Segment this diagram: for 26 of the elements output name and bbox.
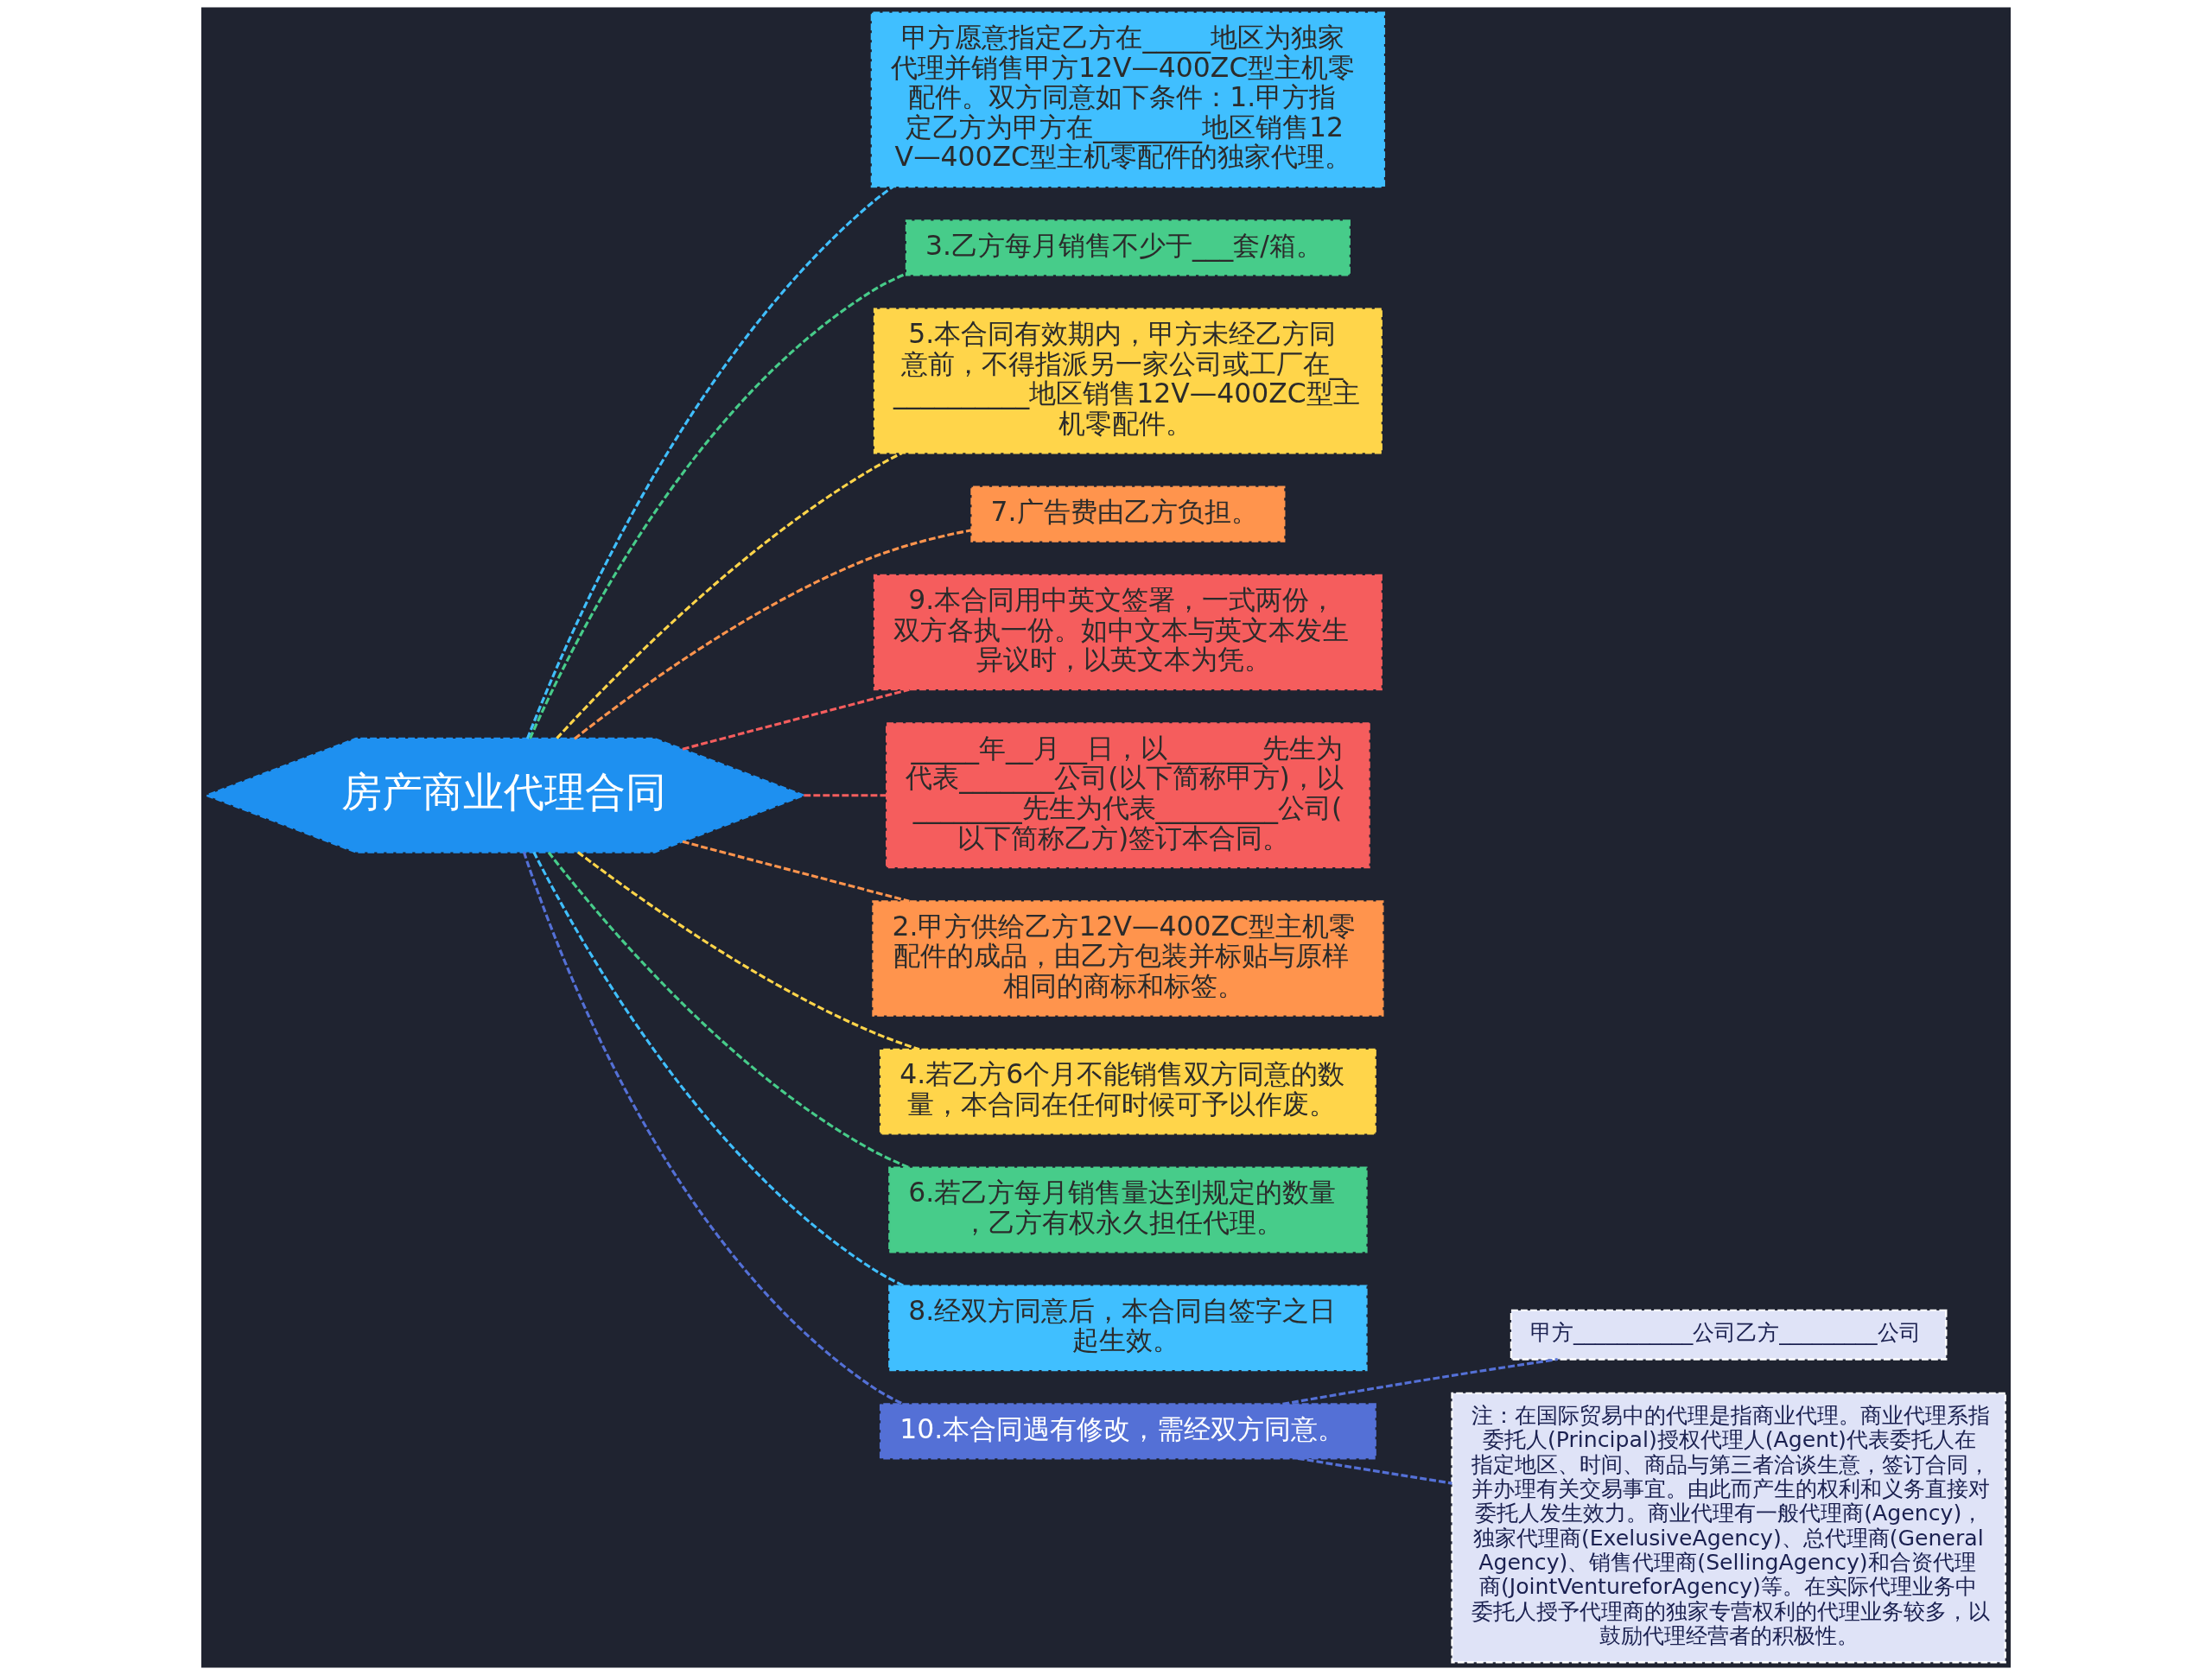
connector (576, 851, 920, 1051)
node-box: 4.若乙方6个月不能销售双方同意的数量，本合同在任何时候可予以作废。 (879, 1048, 1376, 1135)
connector (556, 452, 903, 739)
node-box: _____年__月__日，以_______先生为代表_______公司(以下简称甲方)，以________先生为代表_________公司(以下简称乙方)签订本合同。 (886, 722, 1370, 869)
node-box: 5.本合同有效期内，甲方未经乙方同意前，不得指派另一家公司或工厂在___________地区销售12V—400ZC型主机零配件。 (873, 308, 1382, 454)
connector (682, 688, 910, 751)
node-box: 甲方___________公司乙方_________公司 (1510, 1309, 1948, 1361)
connector (682, 840, 910, 903)
connector (529, 272, 907, 739)
node-box: 注：在国际贸易中的代理是指商业代理。商业代理系指委托人(Principal)授权代理人(Agent)代表委托人在指定地区、时间、商品与第三者洽谈生意，签订合同，并办理有关交易事宜。由此而产生的权利和义务直接对委托人发生效力。商业代理有一般代理商(Agency)，独家代理商(ExelusiveAgency)、总代理商(GeneralAgency)、销售代理商(SellingAgency)和合资代理商(JointVentureforAgency)等。在实际代理业务中委托人授予代理商的独家专营权利的代理业务较多，以鼓励代理经营者的积极性。 (1451, 1392, 2006, 1664)
connector (574, 529, 972, 740)
node-box: 8.经双方同意后，本合同自签字之日起生效。 (888, 1285, 1368, 1372)
node-box: 7.广告费由乙方负担。 (970, 485, 1286, 542)
node-box: 6.若乙方每月销售量达到规定的数量，乙方有权永久担任代理。 (888, 1166, 1368, 1253)
node-box: 2.甲方供给乙方12V—400ZC型主机零配件的成品，由乙方包装并标贴与原样相同的商标和标签。 (872, 900, 1384, 1017)
connector (532, 851, 905, 1287)
node-box: 10.本合同遇有修改，需经双方同意。 (879, 1403, 1376, 1460)
node-box: 3.乙方每月销售不少于___套/箱。 (905, 219, 1351, 276)
node-box: 9.本合同用中英文签署，一式两份，双方各执一份。如中文本与英文本发生异议时，以英文本为凭。 (873, 574, 1382, 691)
connector (522, 851, 904, 1405)
node-box: 甲方愿意指定乙方在_____地区为独家代理并销售甲方12V—400ZC型主机零配件。双方同意如下条件：1.甲方指定乙方为甲方在________地区销售12V—400ZC型主机零配件的独家代理。 (870, 11, 1386, 188)
connector (547, 851, 911, 1170)
connector (1297, 1456, 1452, 1485)
connector (525, 185, 894, 739)
connector (804, 794, 887, 797)
connector (1282, 1357, 1558, 1405)
